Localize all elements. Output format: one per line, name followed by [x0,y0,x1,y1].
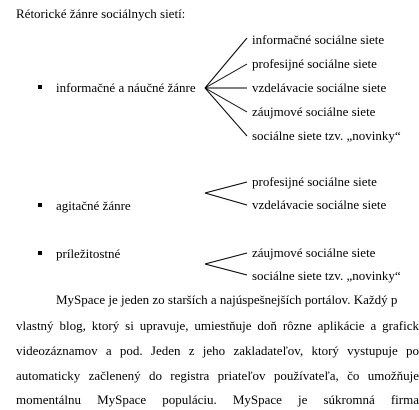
genre-label-informative: informačné a náučné žánre [56,80,196,95]
tree-item: záujmové sociálne siete [252,104,376,119]
paragraph-line: MySpace je jeden zo starších a najúspešn… [56,292,398,307]
paragraph-line: vlastný blog, ktorý si upravuje, umiestň… [16,318,419,333]
genre-label-agitation: agitačné žánre [56,198,131,213]
tree-item: sociálne siete tzv. „novinky“ [252,268,401,283]
connector-line [204,37,248,89]
genre-label-occasional: príležitostné [56,246,121,261]
connector-line [204,87,248,113]
tree-item: vzdelávacie sociálne siete [252,80,387,95]
tree-item: profesijné sociálne siete [252,56,377,71]
connector-line [204,252,248,265]
tree-item: vzdelávacie sociálne siete [252,197,387,212]
connector-line [204,192,248,206]
page-heading: Rétorické žánre sociálnych sietí: [16,6,186,21]
paragraph-line: videozáznamov a pod. Jeden z jeho zaklad… [16,343,419,358]
tree-item: profesijné sociálne siete [252,174,377,189]
connector-line [204,63,248,89]
paragraph-line: automaticky začlenený do registra priate… [16,368,419,383]
tree-item: informačné sociálne siete [252,32,385,47]
tree-item: sociálne siete tzv. „novinky“ [252,128,401,143]
connector-line [204,87,248,137]
bullet-marker [38,203,42,207]
connector-line [204,263,248,276]
paragraph-line: momentálnu MySpace populáciu. MySpace je… [16,392,419,407]
tree-item: záujmové sociálne siete [252,245,376,260]
bullet-marker [38,251,42,255]
connector-line [204,181,248,194]
bullet-marker [38,85,42,89]
